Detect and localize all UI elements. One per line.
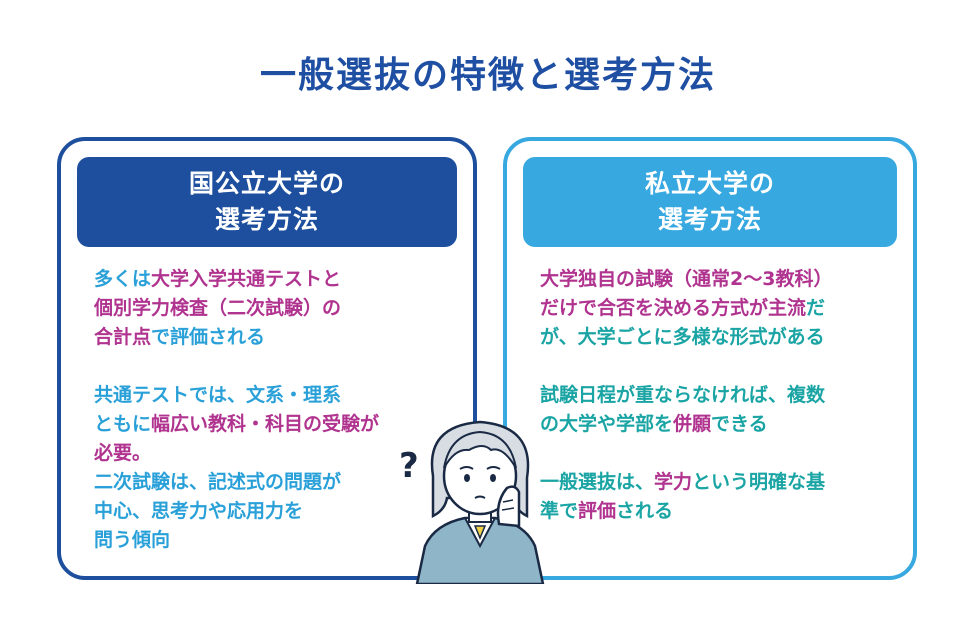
highlight-span: 必要。 bbox=[94, 442, 152, 464]
text-span: で評価される bbox=[151, 326, 266, 348]
private-university-header: 私立大学の 選考方法 bbox=[523, 157, 897, 247]
text-span: 試験日程が重ならなければ、複数 bbox=[540, 384, 826, 406]
text-span: 一般選抜は、 bbox=[540, 471, 655, 493]
text-span: という明確な基 bbox=[692, 471, 826, 493]
text-span: される bbox=[616, 500, 674, 522]
paragraph-common-test: 共通テストでは、文系・理系 ともに幅広い教科・科目の受験が 必要。 bbox=[94, 381, 457, 468]
private-university-body: 大学独自の試験（通常2〜3教科） だけで合否を決める方式が主流だ が、大学ごとに… bbox=[540, 265, 897, 526]
paragraph-multiple-application: 試験日程が重ならなければ、複数 の大学や学部を併願できる bbox=[540, 381, 897, 439]
paragraph-own-exam: 大学独自の試験（通常2〜3教科） だけで合否を決める方式が主流だ が、大学ごとに… bbox=[540, 265, 897, 352]
highlight-span: 大学入学共通テストと bbox=[151, 268, 342, 290]
text-span: ともに bbox=[94, 413, 152, 435]
text-span: 共通テストでは、文系・理系 bbox=[94, 384, 342, 406]
text-span: だ bbox=[806, 297, 826, 319]
paragraph-secondary-exam: 二次試験は、記述式の問題が 中心、思考力や応用力を 問う傾向 bbox=[94, 468, 457, 555]
text-span: できる bbox=[711, 413, 768, 435]
text-span: の大学や学部を bbox=[540, 413, 674, 435]
highlight-span: 併願 bbox=[673, 413, 712, 435]
text-span: が、大学ごとに多様な形式がある bbox=[540, 326, 825, 348]
national-university-body: 多くは大学入学共通テストと 個別学力検査（二次試験）の 合計点で評価される 共通… bbox=[94, 265, 457, 555]
paragraph-evaluation: 一般選抜は、学力という明確な基 準で評価される bbox=[540, 468, 897, 526]
text-span: 問う傾向 bbox=[94, 529, 171, 551]
national-university-card: 国公立大学の 選考方法 多くは大学入学共通テストと 個別学力検査（二次試験）の … bbox=[57, 137, 477, 580]
highlight-span: 大学独自の試験（通常2〜3教科） bbox=[540, 268, 833, 290]
highlight-span: 個別学力検査（二次試験）の bbox=[94, 297, 342, 319]
text-span: 中心、思考力や応用力を bbox=[94, 500, 304, 522]
private-university-card: 私立大学の 選考方法 大学独自の試験（通常2〜3教科） だけで合否を決める方式が… bbox=[503, 137, 917, 580]
page-title: 一般選抜の特徴と選考方法 bbox=[259, 55, 716, 96]
highlight-span: だけで合否を決める方式が主流 bbox=[540, 297, 807, 319]
paragraph-exam-composition: 多くは大学入学共通テストと 個別学力検査（二次試験）の 合計点で評価される bbox=[94, 265, 457, 352]
text-span: 準で bbox=[540, 500, 579, 522]
text-span: 多くは bbox=[94, 268, 152, 290]
header-line-1: 国公立大学の bbox=[188, 169, 345, 198]
highlight-span: 評価 bbox=[578, 500, 617, 522]
thinking-student-illustration bbox=[415, 420, 545, 584]
header-line-2: 選考方法 bbox=[214, 205, 319, 234]
question-mark-icon: ? bbox=[399, 446, 419, 486]
national-university-header: 国公立大学の 選考方法 bbox=[77, 157, 457, 247]
highlight-span: 学力 bbox=[654, 471, 693, 493]
highlight-span: 合計点 bbox=[94, 326, 152, 348]
highlight-span: 幅広い教科・科目の受験が bbox=[151, 413, 380, 435]
text-span: 二次試験は、記述式の問題が bbox=[94, 471, 342, 493]
header-line-2: 選考方法 bbox=[657, 205, 762, 234]
header-line-1: 私立大学の bbox=[644, 169, 775, 198]
